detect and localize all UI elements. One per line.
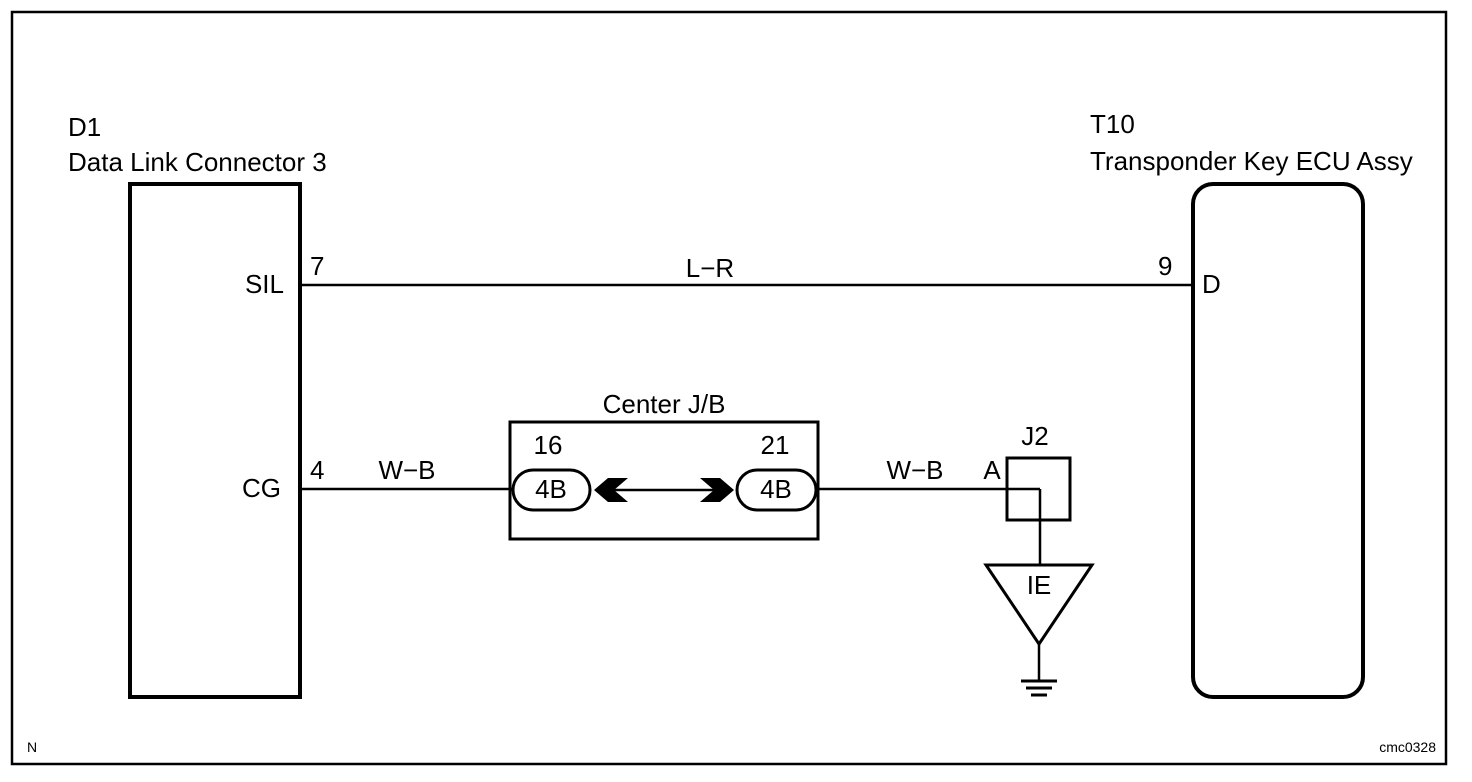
ground-point-code: IE [1027,570,1052,600]
ecu-code: T10 [1090,109,1135,139]
jb-left-terminal-number: 16 [534,430,563,460]
jb-right-connector: 4B [735,468,818,512]
jb-left-chevron [594,478,628,502]
jb-name: Center J/B [603,389,726,419]
diagram-frame [10,10,1448,766]
figure-id: cmc0328 [1379,739,1436,755]
jb-left-connector: 4B [511,468,592,512]
j2-pin-label: A [983,455,1001,485]
ecu-name: Transponder Key ECU Assy [1090,146,1413,176]
j2-code: J2 [1021,421,1048,451]
dlc-connector-box [128,182,302,699]
dlc-pin-sil-number: 7 [310,251,324,281]
dlc-pin-cg-number: 4 [310,455,324,485]
ecu-pin-number: 9 [1158,251,1172,281]
dlc-pin-sil-name: SIL [245,269,284,299]
ground-point-triangle [983,563,1095,647]
dlc-code: D1 [68,112,101,142]
corner-mark: N [27,739,37,755]
jb-right-terminal-number: 21 [761,430,790,460]
j2-box [1005,456,1072,522]
wire-sil-color-code: L−R [686,253,734,283]
dlc-name: Data Link Connector 3 [68,147,327,177]
wire-cg-color-code: W−B [378,455,435,485]
jb-box [508,420,820,541]
ecu-pin-name: D [1202,269,1221,299]
jb-left-connector-label: 4B [535,474,567,504]
ecu-box [1191,182,1365,699]
jb-right-connector-label: 4B [760,474,792,504]
jb-right-chevron [700,478,734,502]
dlc-pin-cg-name: CG [242,473,281,503]
ground-icon [1021,644,1057,697]
wire-jb-color-code: W−B [886,455,943,485]
